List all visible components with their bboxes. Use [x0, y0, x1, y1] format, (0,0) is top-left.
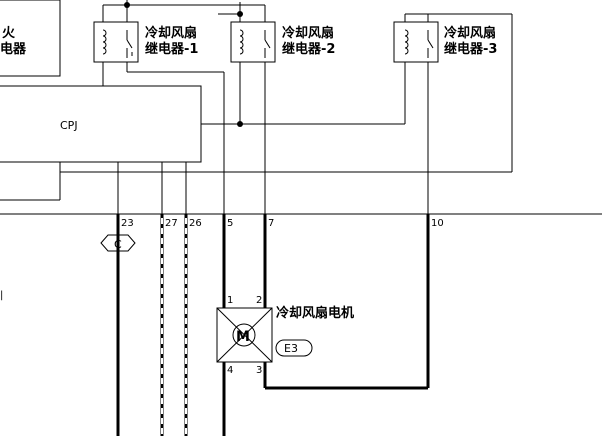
connector-c-label: C: [114, 238, 122, 251]
relay-1-label-line1: 冷却风扇: [145, 25, 197, 41]
left-edge-mark: |: [0, 290, 3, 301]
motor-pin-1: 1: [227, 295, 233, 306]
partial-relay-label-line1: 火: [2, 26, 16, 41]
lower-wiring: [116, 214, 430, 436]
pin-7-label: 7: [268, 218, 274, 229]
relay-3-label-line1: 冷却风扇: [444, 25, 496, 41]
upper-wiring: [0, 0, 513, 214]
motor-pin-3: 3: [256, 365, 262, 376]
connector-c-tag: C: [100, 234, 136, 252]
relay-2: [230, 21, 276, 63]
relay-3: [393, 21, 439, 63]
pin-26-label: 26: [189, 218, 202, 229]
relay-1-label-line2: 继电器-1: [145, 41, 198, 57]
pin-10-label: 10: [431, 218, 444, 229]
relay-1: [93, 21, 139, 63]
partial-relay-label-line2: 电器: [0, 41, 27, 57]
motor-label: 冷却风扇电机: [276, 305, 354, 321]
pin-5-label: 5: [227, 218, 233, 229]
pin-27-label: 27: [165, 218, 178, 229]
relay-2-label-line1: 冷却风扇: [282, 25, 334, 41]
relay-3-label-line2: 继电器-3: [444, 41, 497, 57]
cooling-fan-motor: M: [216, 307, 273, 363]
relay-2-label-line2: 继电器-2: [282, 41, 335, 57]
motor-pin-2: 2: [256, 295, 262, 306]
motor-connector-tag: E3: [275, 339, 313, 357]
cpj-label: CPJ: [60, 119, 78, 132]
motor-symbol: M: [236, 329, 250, 345]
motor-pin-4: 4: [227, 365, 233, 376]
pin-23-label: 23: [121, 218, 134, 229]
motor-connector-label: E3: [284, 342, 298, 355]
